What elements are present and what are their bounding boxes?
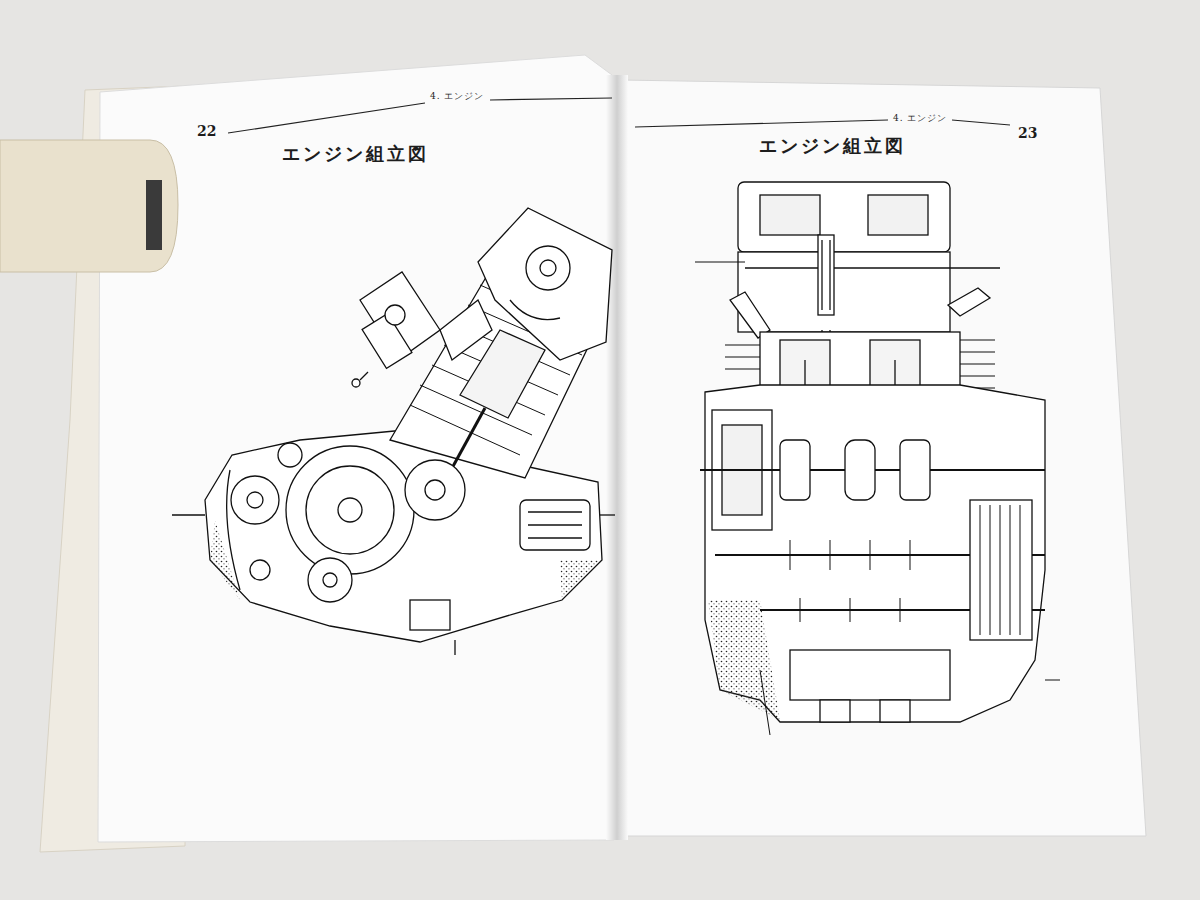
line-art [247, 492, 263, 508]
line-art [528, 511, 582, 512]
line-art [960, 340, 995, 341]
line-art [790, 540, 791, 570]
line-art [960, 376, 995, 377]
line-art [227, 470, 240, 590]
line-art [820, 700, 850, 722]
line-art [1000, 505, 1001, 635]
line-art [528, 537, 582, 538]
line-art [760, 195, 820, 235]
line-art [745, 267, 1000, 268]
line-art [454, 640, 455, 655]
line-art [725, 340, 995, 388]
line-art [818, 235, 834, 315]
line-art [405, 460, 465, 520]
line-art [425, 480, 445, 500]
line-art [478, 208, 612, 360]
line-art [540, 260, 556, 276]
line-art [790, 650, 950, 700]
line-art [870, 540, 871, 570]
line-art [210, 520, 240, 600]
line-art [635, 120, 888, 127]
line-art [308, 558, 352, 602]
line-art [725, 357, 760, 358]
line-art [845, 440, 875, 500]
line-art [490, 98, 612, 100]
page-number: 22 [197, 123, 216, 139]
line-art [231, 476, 279, 524]
line-art [520, 500, 590, 550]
carburetor [352, 272, 492, 387]
line-art [760, 670, 770, 735]
line-art [829, 240, 830, 310]
spark-plug [948, 288, 990, 316]
line-art [800, 598, 801, 622]
line-art [278, 443, 302, 467]
line-art [868, 195, 928, 235]
spark-plug [730, 292, 770, 338]
line-art [830, 540, 831, 570]
drawing-title: エンジン組立図 [759, 136, 906, 157]
line-art [960, 364, 995, 365]
engine-side-view [172, 208, 615, 655]
line-art [738, 182, 950, 252]
line-art [910, 540, 911, 570]
line-art [821, 240, 822, 310]
line-art [352, 379, 360, 387]
line-art [695, 262, 745, 263]
line-art [172, 514, 205, 515]
line-art [323, 573, 337, 587]
line-art [960, 352, 995, 353]
header-rule [228, 98, 1010, 133]
line-art [228, 103, 425, 133]
line-art [410, 600, 450, 630]
engine-front-section [695, 182, 1060, 735]
line-art [790, 505, 1020, 635]
line-art [146, 180, 162, 250]
line-art [560, 560, 600, 600]
line-art [250, 560, 270, 580]
chapter-header: 4. エンジン [430, 91, 484, 101]
line-art [528, 524, 582, 525]
line-art [725, 369, 760, 370]
line-art [600, 514, 615, 515]
line-art [850, 598, 851, 622]
line-art [622, 80, 1146, 836]
line-art [900, 598, 901, 622]
line-art [900, 440, 930, 500]
chapter-header: 4. エンジン [893, 113, 947, 123]
line-art [360, 372, 368, 380]
line-art [725, 345, 760, 346]
line-art [1010, 505, 1011, 635]
line-art [1020, 505, 1021, 635]
line-art [286, 446, 414, 574]
line-art [708, 600, 780, 720]
line-art [952, 120, 1010, 125]
line-art [385, 305, 405, 325]
drawing-title: エンジン組立図 [282, 144, 429, 165]
line-art [338, 498, 362, 522]
line-art [0, 140, 178, 272]
line-art [1045, 680, 1060, 681]
line-art [526, 246, 570, 290]
line-art [510, 300, 560, 320]
line-art [705, 385, 1045, 722]
line-art [880, 700, 910, 722]
page-number: 23 [1018, 125, 1037, 141]
line-art [205, 430, 602, 642]
line-art [606, 75, 628, 840]
line-art [306, 466, 394, 554]
line-art [738, 252, 950, 332]
line-art [970, 500, 1032, 640]
line-art [990, 505, 991, 635]
line-art [780, 440, 810, 500]
line-art [440, 300, 492, 360]
line-art [980, 505, 981, 635]
